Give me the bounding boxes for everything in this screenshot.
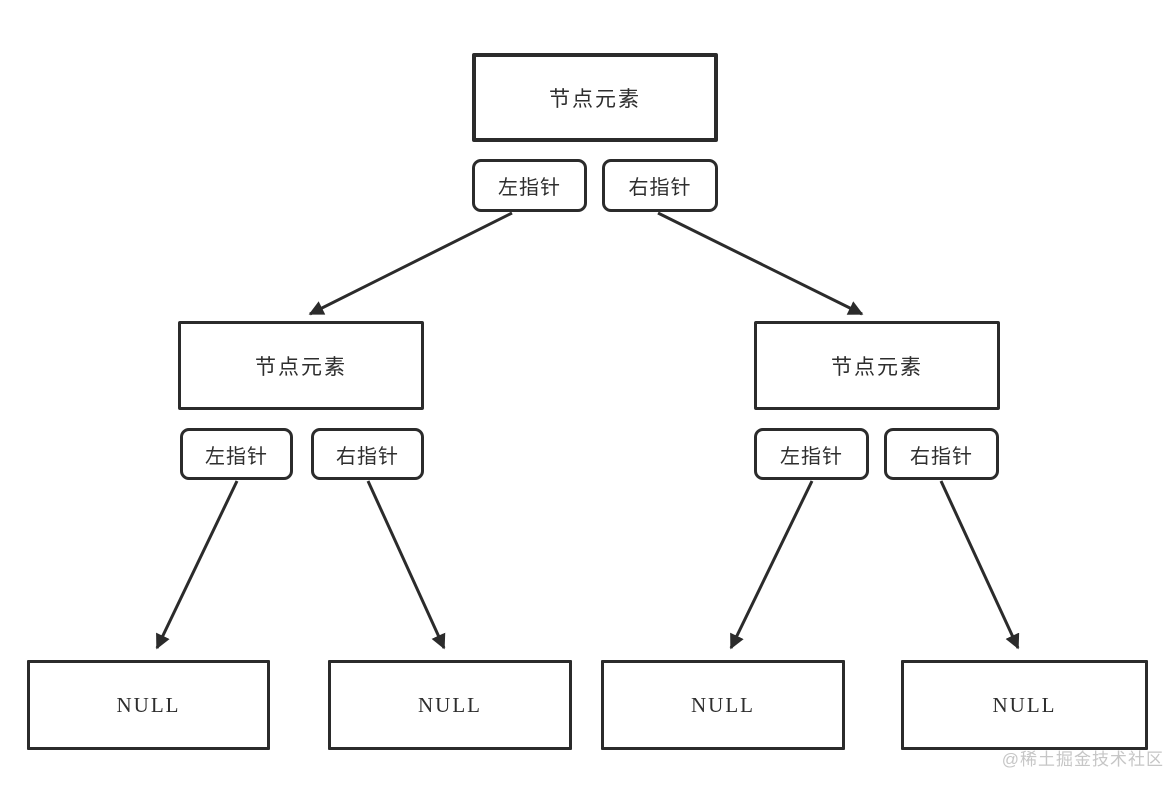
arrow-left-child-right-to-null2 <box>366 480 446 650</box>
root-right-pointer-box: 右指针 <box>602 159 718 212</box>
null-leaf-box-1: NULL <box>27 660 270 750</box>
left-child-node-element-box: 节点元素 <box>178 321 424 410</box>
left-child-right-pointer-box: 右指针 <box>311 428 424 480</box>
arrow-left-child-left-to-null1 <box>155 480 239 650</box>
null-leaf-box-2: NULL <box>328 660 572 750</box>
arrow-root-left-to-left-child <box>308 211 513 316</box>
root-left-pointer-box: 左指针 <box>472 159 587 212</box>
arrow-right-child-right-to-null4 <box>939 480 1020 650</box>
right-child-right-pointer-box: 右指针 <box>884 428 999 480</box>
right-child-node-element-box: 节点元素 <box>754 321 1000 410</box>
left-child-left-pointer-box: 左指针 <box>180 428 293 480</box>
null-leaf-box-4: NULL <box>901 660 1148 750</box>
arrow-root-right-to-right-child <box>657 211 864 316</box>
watermark-text: @稀土掘金技术社区 <box>1001 750 1164 769</box>
right-child-left-pointer-box: 左指针 <box>754 428 869 480</box>
root-node-element-box: 节点元素 <box>472 53 718 142</box>
null-leaf-box-3: NULL <box>601 660 845 750</box>
arrow-right-child-left-to-null3 <box>729 480 814 650</box>
